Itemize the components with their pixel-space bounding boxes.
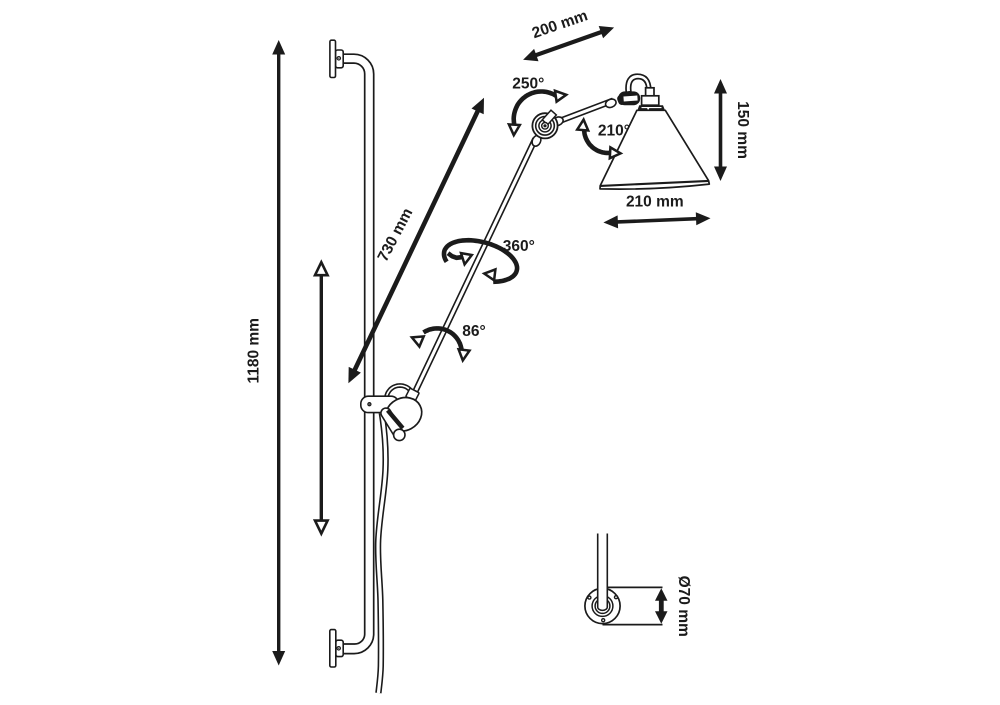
svg-text:250°: 250° [512,76,544,93]
svg-text:150 mm: 150 mm [734,101,751,159]
svg-text:1180 mm: 1180 mm [245,318,262,384]
svg-text:Ø70 mm: Ø70 mm [675,576,692,637]
svg-text:86°: 86° [462,323,485,340]
svg-text:210°: 210° [598,123,630,140]
svg-text:360°: 360° [503,238,535,255]
svg-text:210 mm: 210 mm [626,194,684,211]
